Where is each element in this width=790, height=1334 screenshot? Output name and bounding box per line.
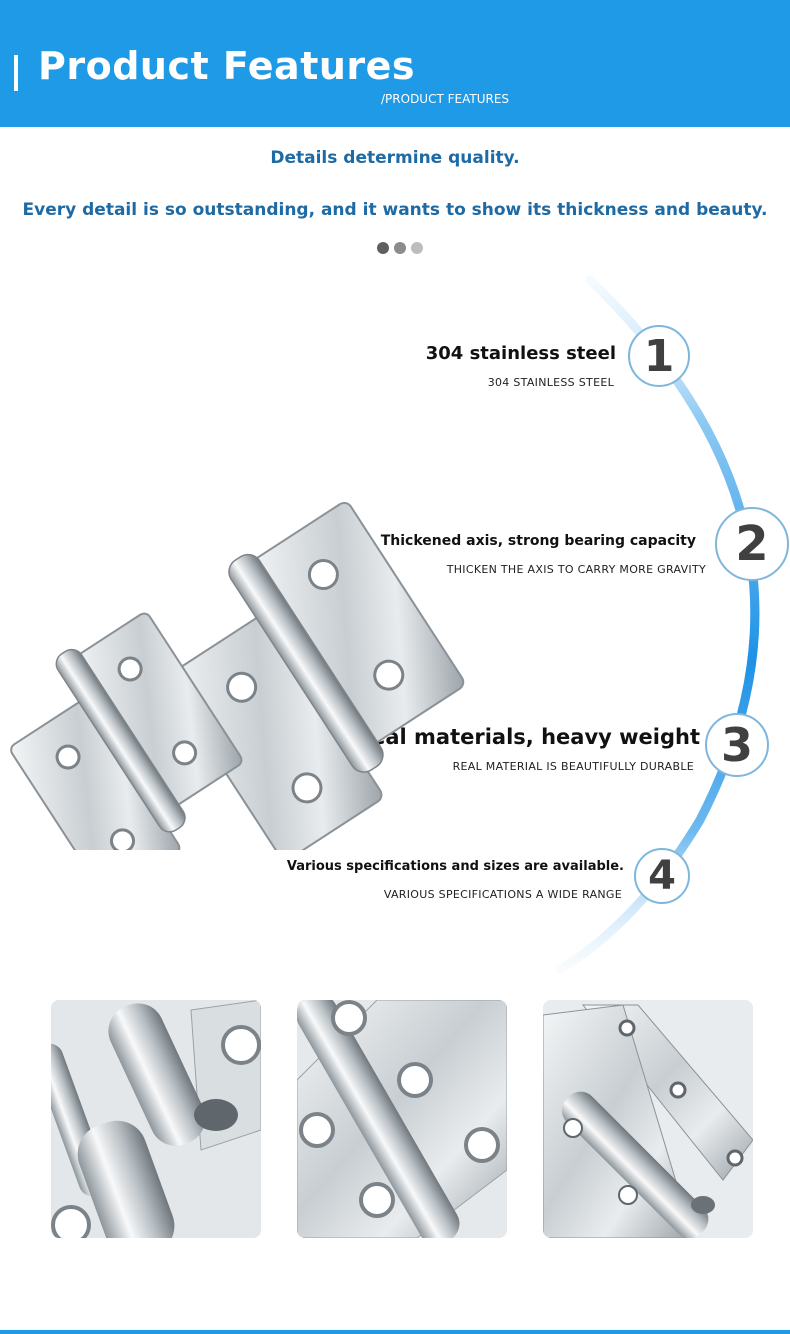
header-accent-bar xyxy=(14,55,18,91)
main-product-image xyxy=(10,501,465,850)
pager-dot xyxy=(377,242,389,254)
feature-1-subtitle: 304 STAINLESS STEEL xyxy=(487,376,614,389)
hinge-pin-closeup-image xyxy=(51,1000,261,1238)
hinge-leaf-detail-image xyxy=(543,1000,753,1238)
thumbnail-image-3[interactable] xyxy=(543,1000,753,1238)
feature-2-subtitle: THICKEN THE AXIS TO CARRY MORE GRAVITY xyxy=(446,563,706,576)
pager-dot xyxy=(411,242,423,254)
intro-heading: Details determine quality. xyxy=(270,148,520,168)
pager-dot xyxy=(394,242,406,254)
feature-3-number: 3 xyxy=(705,713,769,777)
feature-3-subtitle: REAL MATERIAL IS BEAUTIFULLY DURABLE xyxy=(452,760,694,773)
feature-1-number: 1 xyxy=(628,325,690,387)
header-banner: Product Features /PRODUCT FEATURES xyxy=(0,0,790,127)
intro-description: Every detail is so outstanding, and it w… xyxy=(22,200,768,220)
feature-4-number: 4 xyxy=(634,848,690,904)
feature-1-title: 304 stainless steel xyxy=(425,343,616,364)
feature-3-title: Real materials, heavy weight xyxy=(354,725,700,749)
feature-2-title: Thickened axis, strong bearing capacity xyxy=(380,533,696,549)
page-title: Product Features xyxy=(38,44,416,88)
feature-2-number: 2 xyxy=(715,507,789,581)
feature-4-title: Various specifications and sizes are ava… xyxy=(286,859,624,874)
pager-dots xyxy=(377,242,423,254)
feature-4-subtitle: VARIOUS SPECIFICATIONS A WIDE RANGE xyxy=(383,888,622,901)
hinge-knuckle-detail-image xyxy=(297,1000,507,1238)
thumbnail-image-1[interactable] xyxy=(51,1000,261,1238)
thumbnail-image-2[interactable] xyxy=(297,1000,507,1238)
bottom-divider xyxy=(0,1330,790,1334)
page-subtitle: /PRODUCT FEATURES xyxy=(381,92,510,106)
